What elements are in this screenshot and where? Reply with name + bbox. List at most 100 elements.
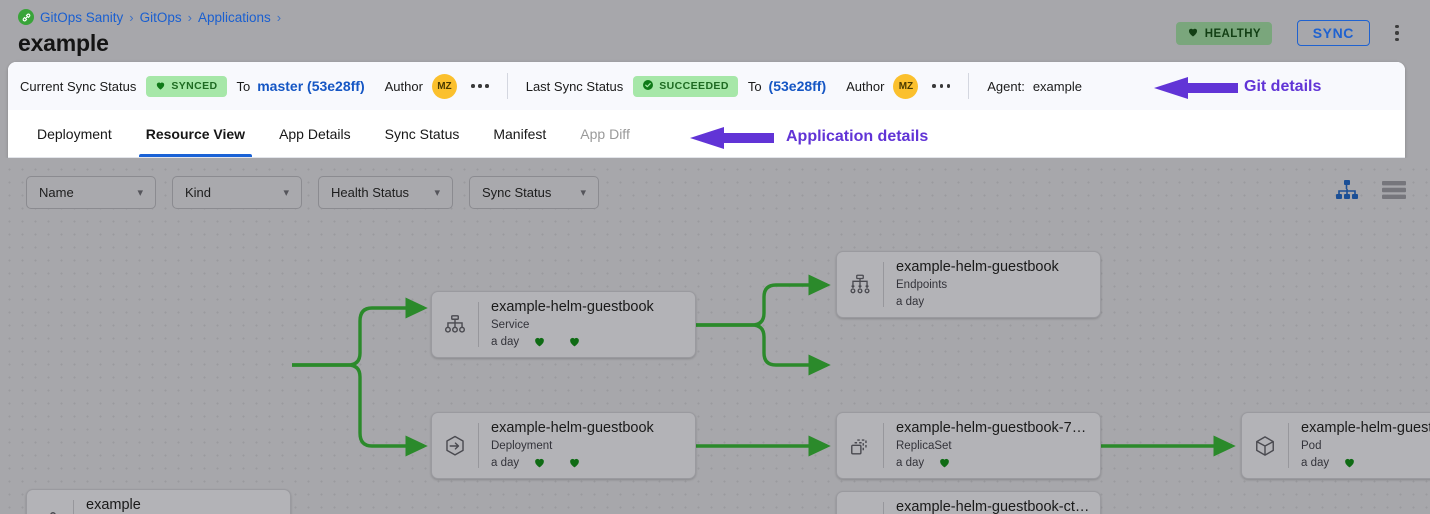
last-revision-link[interactable]: (53e28ff) xyxy=(768,78,827,94)
node-kind: Pod xyxy=(1301,439,1322,452)
filter-sync-status[interactable]: Sync Status ▾ xyxy=(469,176,599,209)
sync-heart-icon xyxy=(568,335,581,350)
last-more-icon[interactable] xyxy=(932,84,951,88)
tab-sync-status[interactable]: Sync Status xyxy=(384,126,460,142)
last-to-label: To xyxy=(747,78,762,94)
gitops-link-icon xyxy=(18,9,34,25)
filter-kind[interactable]: Kind ▾ xyxy=(172,176,302,209)
node-title: example-helm-guestbook xyxy=(896,258,1059,275)
view-mode-toggle xyxy=(1336,180,1406,205)
graph-node-pod[interactable]: example-helm-guest Pod a day xyxy=(1241,412,1430,479)
avatar[interactable]: MZ xyxy=(893,73,919,99)
sync-button[interactable]: SYNC xyxy=(1296,20,1370,46)
node-age: a day xyxy=(896,456,925,469)
current-more-icon[interactable] xyxy=(470,84,489,88)
service-icon xyxy=(432,312,478,338)
chevron-down-icon: ▾ xyxy=(580,187,586,199)
current-sync-status-text: SYNCED xyxy=(171,80,218,92)
chevron-down-icon: ▾ xyxy=(283,187,289,199)
node-title: example-helm-guestbook-ct… xyxy=(896,498,1090,514)
node-title: example xyxy=(86,496,141,513)
graph-node-service[interactable]: example-helm-guestbook Service a day xyxy=(431,291,696,358)
breadcrumb-separator-trailing: › xyxy=(276,9,282,25)
breadcrumb: GitOps Sanity › GitOps › Applications › xyxy=(18,9,281,25)
tab-manifest[interactable]: Manifest xyxy=(493,126,547,142)
heart-icon xyxy=(155,80,166,93)
node-kind: Endpoints xyxy=(896,278,948,291)
node-title: example-helm-guest xyxy=(1301,419,1430,436)
current-revision-link[interactable]: master (53e28ff) xyxy=(257,78,365,94)
health-heart-icon xyxy=(1343,456,1356,471)
page-title: example xyxy=(18,30,109,56)
chevron-down-icon: ▾ xyxy=(434,187,440,199)
agent-value: example xyxy=(1032,78,1082,94)
breadcrumb-separator: › xyxy=(129,9,134,25)
breadcrumb-item-2[interactable]: Applications xyxy=(197,9,271,25)
graph-node-endpointslice[interactable]: example-helm-guestbook-ct… EndpointSlice… xyxy=(836,491,1101,514)
health-heart-icon xyxy=(533,335,546,350)
last-sync-status-label: Last Sync Status xyxy=(525,78,624,94)
chevron-down-icon: ▾ xyxy=(137,187,143,199)
filter-name[interactable]: Name ▾ xyxy=(26,176,156,209)
status-badge-label: HEALTHY xyxy=(1204,27,1261,40)
tab-deployment[interactable]: Deployment xyxy=(37,126,112,142)
avatar[interactable]: MZ xyxy=(431,73,457,99)
filter-name-label: Name xyxy=(39,185,74,200)
check-circle-icon xyxy=(642,79,654,93)
node-age: a day xyxy=(491,456,520,469)
kebab-menu-icon[interactable] xyxy=(1388,21,1406,45)
current-sync-status-label: Current Sync Status xyxy=(20,78,137,94)
graph-node-deployment[interactable]: example-helm-guestbook Deployment a day xyxy=(431,412,696,479)
endpoints-icon xyxy=(837,272,883,298)
node-title: example-helm-guestbook xyxy=(491,298,654,315)
graph-edges xyxy=(292,274,1236,457)
node-kind: ReplicaSet xyxy=(896,439,952,452)
resource-graph-canvas: Name ▾ Kind ▾ Health Status ▾ Sync Statu… xyxy=(0,158,1430,514)
node-age: a day xyxy=(1301,456,1330,469)
tab-app-details[interactable]: App Details xyxy=(279,126,351,142)
breadcrumb-separator: › xyxy=(187,9,192,25)
tab-resource-view[interactable]: Resource View xyxy=(129,111,262,157)
filter-kind-label: Kind xyxy=(185,185,212,200)
filter-toolbar: Name ▾ Kind ▾ Health Status ▾ Sync Statu… xyxy=(26,176,599,209)
graph-node-endpoints[interactable]: example-helm-guestbook Endpoints a day xyxy=(836,251,1101,318)
last-author-label: Author xyxy=(846,78,885,94)
tree-view-icon[interactable] xyxy=(1336,180,1358,205)
current-author-label: Author xyxy=(384,78,423,94)
filter-health-status[interactable]: Health Status ▾ xyxy=(318,176,453,209)
breadcrumb-item-0[interactable]: GitOps Sanity xyxy=(40,9,124,25)
replicaset-icon xyxy=(837,433,883,459)
node-title: example-helm-guestbook-74… xyxy=(896,419,1090,436)
last-sync-status-text: SUCCEEDED xyxy=(659,80,729,92)
pod-icon xyxy=(1242,433,1288,459)
sync-heart-icon xyxy=(568,456,581,471)
status-badge-healthy: HEALTHY xyxy=(1175,22,1272,45)
node-kind: Service xyxy=(491,318,530,331)
list-view-icon[interactable] xyxy=(1382,180,1406,205)
application-details-arrow-icon xyxy=(690,127,774,149)
deployment-icon xyxy=(432,433,478,459)
annotation-git-details: Git details xyxy=(1244,78,1322,95)
application-icon xyxy=(27,509,73,514)
annotation-application-details: Application details xyxy=(786,128,929,145)
node-age: a day xyxy=(491,335,520,348)
health-heart-icon xyxy=(938,456,951,471)
current-to-label: To xyxy=(236,78,251,94)
tab-app-diff[interactable]: App Diff xyxy=(580,126,630,142)
node-kind: Deployment xyxy=(491,439,553,452)
divider xyxy=(968,73,970,99)
page-header: GitOps Sanity › GitOps › Applications › … xyxy=(0,0,1430,63)
graph-node-replicaset[interactable]: example-helm-guestbook-74… ReplicaSet a … xyxy=(836,412,1101,479)
last-sync-status-badge: SUCCEEDED xyxy=(633,75,738,97)
breadcrumb-item-1[interactable]: GitOps xyxy=(139,9,182,25)
node-title: example-helm-guestbook xyxy=(491,419,654,436)
graph-node-application[interactable]: example Application a day xyxy=(26,489,291,514)
filter-health-status-label: Health Status xyxy=(331,185,410,200)
divider xyxy=(506,73,508,99)
current-sync-status-badge: SYNCED xyxy=(146,75,227,97)
node-age: a day xyxy=(896,295,925,308)
git-details-arrow-icon xyxy=(1154,77,1238,99)
health-heart-icon xyxy=(533,456,546,471)
heart-icon xyxy=(1187,26,1199,41)
filter-sync-status-label: Sync Status xyxy=(482,185,552,200)
